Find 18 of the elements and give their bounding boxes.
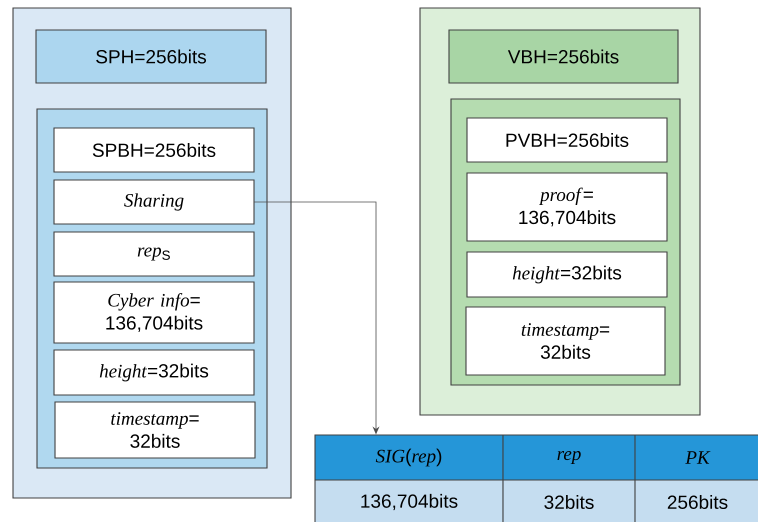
table-header-cell: SIG(rep) [314,434,504,481]
field-box: rep$_{S}$ [53,231,255,277]
field-box: Cyber info= 136,704bits [53,281,255,344]
header-box: SPH=256bits [35,29,267,84]
field-box: height=32bits [53,349,255,396]
table-cell: 256bits [634,479,758,522]
table-header-cell: PK [634,434,758,481]
field-box: Sharing [53,179,255,225]
field-box: timestamp= 32bits [465,306,666,376]
field-box: height=32bits [466,251,668,298]
field-box: SPBH=256bits [53,127,255,173]
table-cell: 32bits [502,479,636,522]
header-box: VBH=256bits [448,29,679,84]
table-cell: 136,704bits [314,479,504,522]
field-box: timestamp= 32bits [54,401,256,459]
field-box: proof= 136,704bits [466,172,668,242]
field-box: PVBH=256bits [466,117,668,163]
table-header-cell: rep [502,434,636,481]
